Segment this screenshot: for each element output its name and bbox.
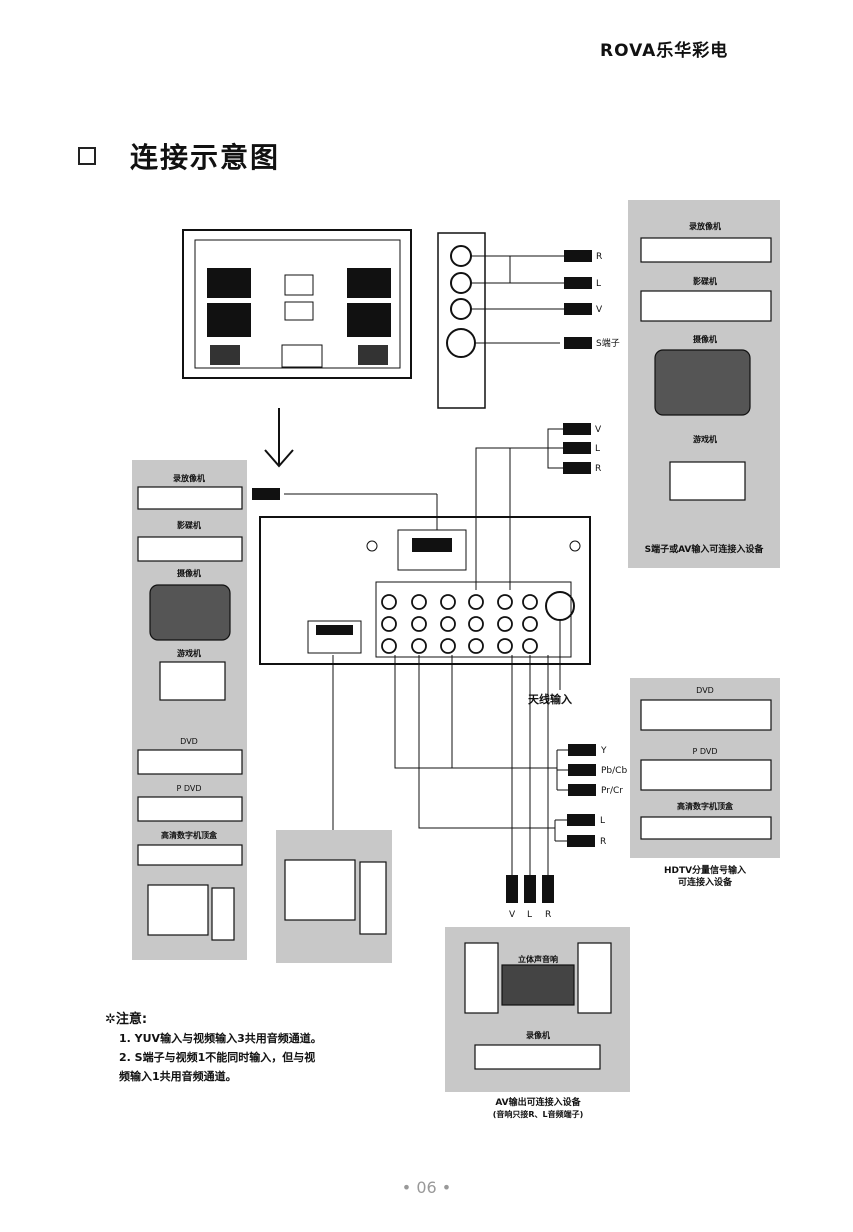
note-line: 2. S端子与视频1不能同时输入，但与视 xyxy=(119,1051,316,1064)
right-top-caption: S端子或AV输入可连接入设备 xyxy=(645,543,765,555)
brand-logo: ROVA乐华彩电 xyxy=(600,41,729,61)
plug-label-side-s: S端子 xyxy=(596,337,620,349)
device-label: P DVD xyxy=(176,784,201,793)
notes-head: 注意: xyxy=(115,1012,148,1027)
device-label: 摄像机 xyxy=(693,334,717,344)
bottom-caption-2: (音响只接R、L音频端子) xyxy=(493,1109,584,1119)
device-label: 摄像机 xyxy=(177,568,201,578)
note-line: 频输入1共用音频通道。 xyxy=(119,1070,237,1083)
plug-label-mid-l: L xyxy=(595,444,600,454)
side-av-panel xyxy=(437,232,564,409)
note-line: 1. YUV输入与视频输入3共用音频通道。 xyxy=(119,1032,322,1045)
plug-label-side-v: V xyxy=(596,305,603,315)
device-drawings xyxy=(137,237,772,1070)
section-title: 连接示意图 xyxy=(78,136,280,176)
device-label: P DVD xyxy=(692,747,717,756)
checkbox-icon xyxy=(78,147,96,165)
plugs xyxy=(252,423,596,903)
right-mid-caption-1: HDTV分量信号输入 xyxy=(664,864,746,876)
cables xyxy=(284,428,568,875)
plug-label-y: Y xyxy=(600,746,607,756)
device-label: 高清数字机顶盒 xyxy=(677,801,734,811)
plug-label-bottom-r: R xyxy=(545,910,551,920)
plug-label-audio-r: R xyxy=(600,837,606,847)
device-label: 录像机 xyxy=(526,1030,550,1040)
right-mid-caption-2: 可连接入设备 xyxy=(678,876,733,888)
plug-label-mid-r: R xyxy=(595,464,601,474)
page-number: • 06 • xyxy=(401,1178,452,1197)
device-label: 立体声音响 xyxy=(518,954,558,964)
plug-label-pr: Pr/Cr xyxy=(601,786,623,796)
device-label: 影碟机 xyxy=(693,276,717,286)
rear-terminal-panel xyxy=(259,516,591,665)
plug-label-mid-v: V xyxy=(595,425,602,435)
tv-rear-illustration xyxy=(182,229,412,379)
page-title: 连接示意图 xyxy=(130,141,281,174)
plug-label-pb: Pb/Cb xyxy=(601,766,627,776)
lightbulb-icon: ✲ xyxy=(105,1012,116,1027)
plug-label-bottom-l: L xyxy=(527,910,532,920)
plug-label-audio-l: L xyxy=(600,816,605,826)
arrow-down-icon xyxy=(264,408,294,468)
device-label: 高清数字机顶盒 xyxy=(161,830,218,840)
device-label: DVD xyxy=(180,737,198,746)
plug-label-side-l: L xyxy=(596,279,601,289)
bottom-caption-1: AV输出可连接入设备 xyxy=(495,1096,581,1108)
device-label: 游戏机 xyxy=(177,648,201,658)
plug-label-side-r: R xyxy=(596,252,602,262)
device-label: 录放像机 xyxy=(173,473,205,483)
side-plugs xyxy=(564,250,592,349)
device-label: 影碟机 xyxy=(177,520,201,530)
device-label: DVD xyxy=(696,686,714,695)
plug-label-bottom-v: V xyxy=(509,910,516,920)
antenna-label: 天线输入 xyxy=(528,692,572,706)
notes-block: ✲注意: 1. YUV输入与视频输入3共用音频通道。 2. S端子与视频1不能同… xyxy=(105,1010,425,1086)
device-label: 录放像机 xyxy=(689,221,721,231)
device-label: 游戏机 xyxy=(693,434,717,444)
